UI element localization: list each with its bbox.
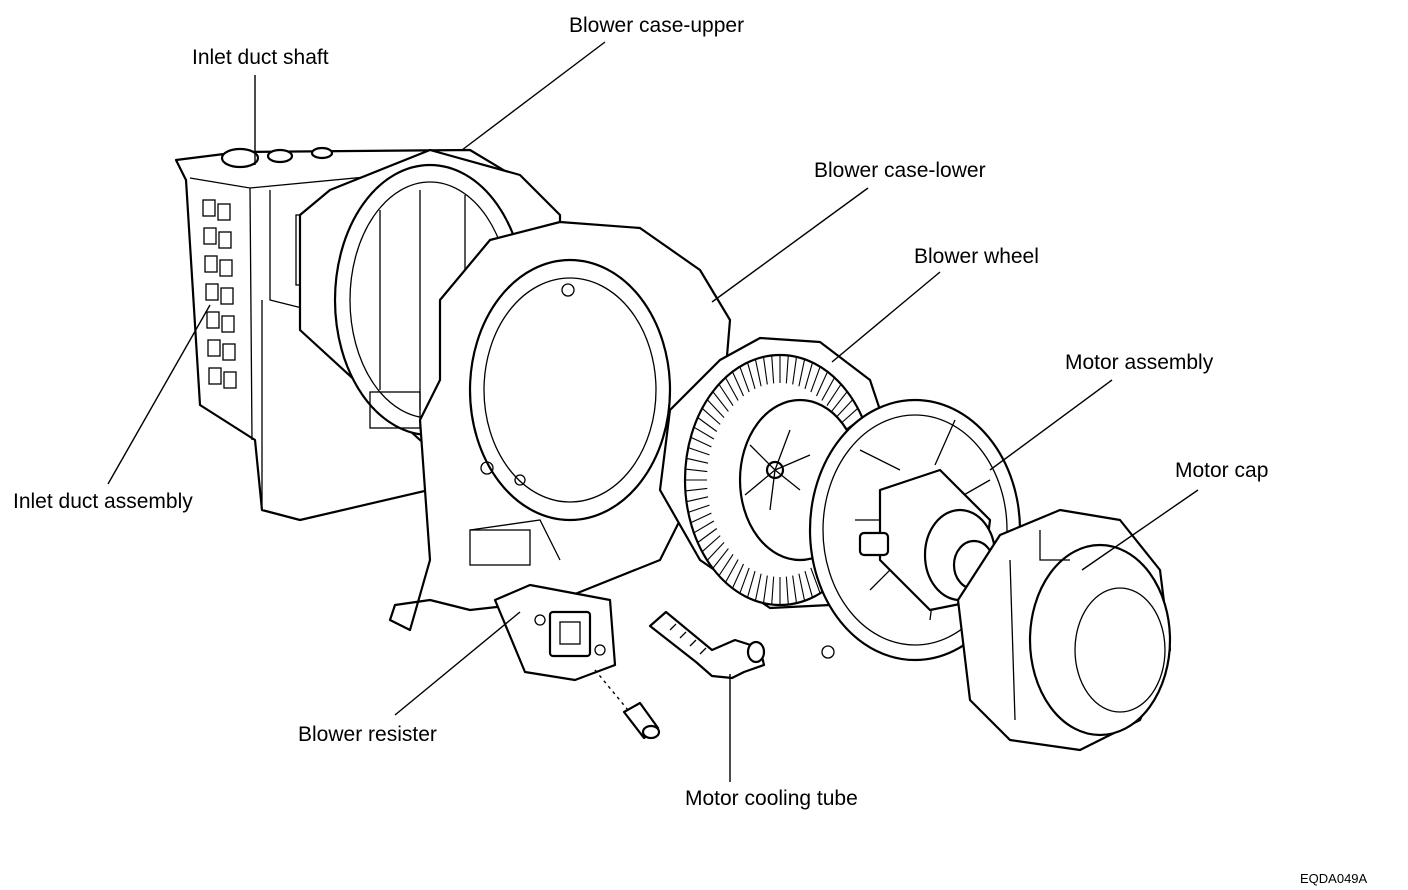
wheel-blade: [839, 407, 859, 425]
wheel-blade: [718, 383, 734, 406]
label-inlet-duct-shaft: Inlet duct shaft: [192, 46, 329, 69]
wheel-blade: [739, 567, 750, 594]
wheel-blade: [746, 362, 756, 390]
wheel-blade: [686, 457, 709, 464]
wheel-blade: [804, 570, 814, 598]
wheel-blade: [762, 575, 768, 604]
wheel-blade: [731, 563, 745, 589]
wheel-blade: [754, 359, 762, 387]
wheel-blade: [798, 573, 806, 601]
wheel-blade: [804, 362, 814, 390]
wheel-blade: [798, 359, 806, 387]
wheel-blade: [701, 407, 721, 425]
label-blower-case-lower: Blower case-lower: [814, 159, 986, 182]
wheel-blade: [731, 371, 745, 397]
wheel-blade: [754, 573, 762, 601]
wheel-blade: [685, 487, 708, 492]
wheel-blade: [785, 355, 789, 384]
blower-resister-drawing: [493, 583, 661, 740]
wheel-blade: [785, 576, 789, 605]
wheel-blade: [693, 426, 715, 440]
inlet-grille: [202, 199, 237, 389]
figure-code: EQDA049A: [1300, 871, 1368, 886]
wheel-blade: [762, 356, 768, 385]
leader-lines: [107, 41, 1199, 782]
wheel-blade: [693, 520, 715, 534]
wheel-blade: [725, 559, 739, 583]
label-blower-resister: Blower resister: [298, 723, 437, 746]
label-motor-assembly: Motor assembly: [1065, 351, 1214, 374]
wheel-blade: [831, 391, 848, 412]
wheel-blade: [771, 355, 775, 384]
wheel-blade: [810, 567, 821, 594]
wheel-blade: [826, 383, 842, 406]
wheel-blade: [697, 417, 718, 432]
wheel-blade: [685, 468, 708, 473]
wheel-blade: [706, 541, 725, 561]
wheel-blade: [718, 554, 734, 577]
wheel-blade: [706, 399, 725, 419]
blower-case-lower-drawing: [388, 220, 732, 632]
wheel-blade: [821, 377, 835, 401]
motor-cooling-tube-drawing: [648, 610, 766, 680]
wheel-blade: [686, 496, 709, 503]
wheel-blade: [746, 570, 756, 598]
motor-cap-drawing: [956, 508, 1172, 752]
wheel-blade: [725, 377, 739, 401]
label-inlet-duct-assembly: Inlet duct assembly: [13, 490, 193, 513]
wheel-blade: [810, 366, 821, 393]
wheel-blade: [835, 399, 854, 419]
label-motor-cooling-tube: Motor cooling tube: [685, 787, 858, 810]
wheel-blade: [688, 447, 710, 456]
wheel-blade: [701, 535, 721, 553]
label-blower-wheel: Blower wheel: [914, 245, 1039, 268]
wheel-blade: [792, 575, 798, 604]
label-blower-case-upper: Blower case-upper: [569, 14, 745, 37]
wheel-blade: [792, 356, 798, 385]
wheel-blade: [712, 548, 729, 569]
wheel-blade: [815, 371, 829, 397]
wheel-blade: [712, 391, 729, 412]
wheel-blade: [688, 504, 710, 513]
wheel-blade: [771, 576, 775, 605]
wheel-blade: [697, 528, 718, 543]
wheel-blade: [690, 512, 712, 524]
wheel-blade: [739, 366, 750, 393]
wheel-blade: [690, 436, 712, 448]
label-motor-cap: Motor cap: [1175, 459, 1269, 482]
